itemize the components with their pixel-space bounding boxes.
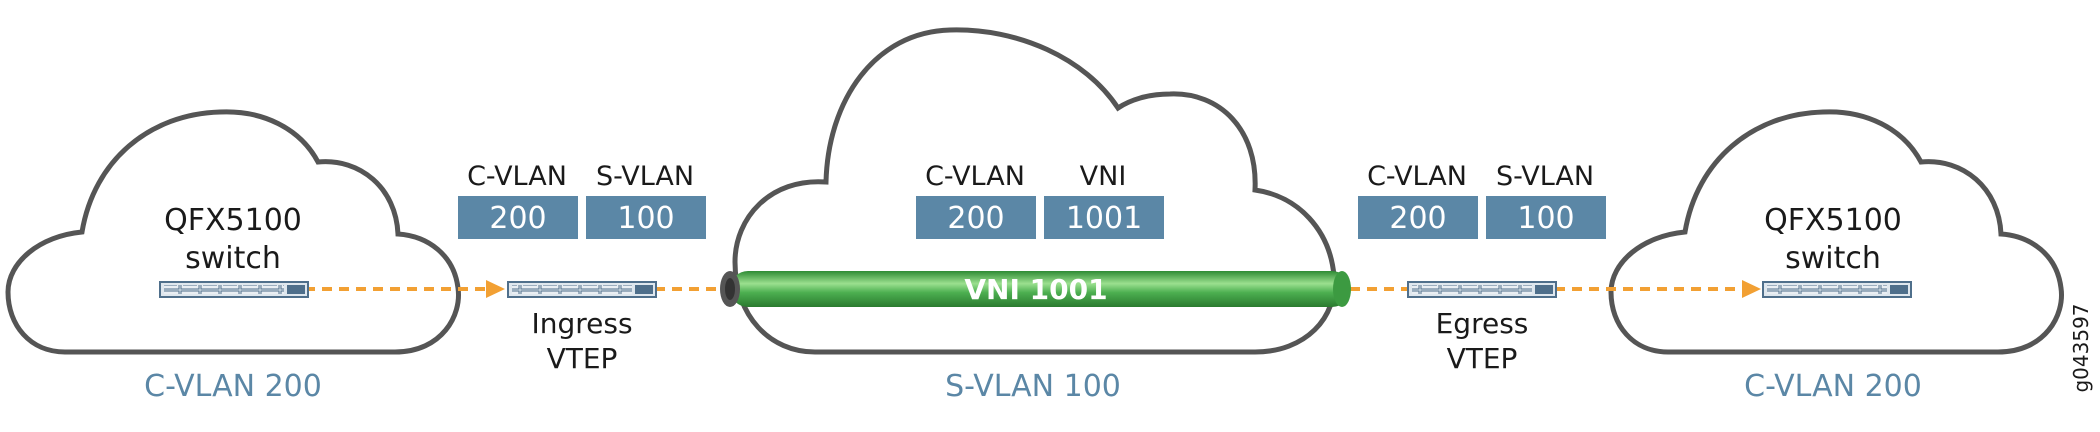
egress-vtep-label-line2: VTEP (1447, 342, 1518, 375)
left-network-label: C-VLAN 200 (144, 369, 322, 404)
figure-id: g043597 (2069, 303, 2093, 392)
core-network-label: S-VLAN 100 (945, 369, 1121, 404)
right-switch-icon (1762, 281, 1912, 298)
tunnel-label: VNI 1001 (964, 273, 1107, 306)
egress-vtep-switch-icon (1407, 281, 1557, 298)
left-cloud (5, 109, 461, 355)
core-tag-box-2 (1044, 196, 1164, 239)
egress-tag-header-1: C-VLAN (1367, 161, 1467, 192)
core-tag-header-2: VNI (1080, 161, 1127, 192)
left-device-label-line2: switch (185, 241, 281, 276)
core-tag-value-2: 1001 (1066, 201, 1142, 236)
right-device-label-line1: QFX5100 (1764, 203, 1902, 238)
egress-tag-header-2: S-VLAN (1496, 161, 1594, 192)
ingress-tag-box-2 (586, 196, 706, 239)
core-tag-box-1 (916, 196, 1036, 239)
ingress-tag-value-2: 100 (617, 201, 674, 236)
flow-arrowhead-right (1742, 280, 1761, 298)
right-network-label: C-VLAN 200 (1744, 369, 1922, 404)
left-device-label-line1: QFX5100 (164, 203, 302, 238)
core-tag-header-1: C-VLAN (925, 161, 1025, 192)
ingress-tag-box-1 (458, 196, 578, 239)
ingress-vtep-label-line2: VTEP (547, 342, 618, 375)
right-cloud (1608, 109, 2064, 355)
flow-arrowhead-left (486, 280, 505, 298)
egress-tag-value-2: 100 (1517, 201, 1574, 236)
egress-vtep-label-line1: Egress (1436, 307, 1529, 340)
egress-tag-value-1: 200 (1389, 201, 1446, 236)
right-device-label-line2: switch (1785, 241, 1881, 276)
ingress-tag-header-1: C-VLAN (467, 161, 567, 192)
core-tag-value-1: 200 (947, 201, 1004, 236)
ingress-tag-header-2: S-VLAN (596, 161, 694, 192)
egress-tag-box-2 (1486, 196, 1606, 239)
ingress-vtep-switch-icon (507, 281, 657, 298)
ingress-vtep-label-line1: Ingress (531, 307, 632, 340)
ingress-tag-value-1: 200 (489, 201, 546, 236)
left-switch-icon (159, 281, 309, 298)
egress-tag-box-1 (1358, 196, 1478, 239)
vni-tunnel: VNI 1001 (720, 271, 1351, 307)
